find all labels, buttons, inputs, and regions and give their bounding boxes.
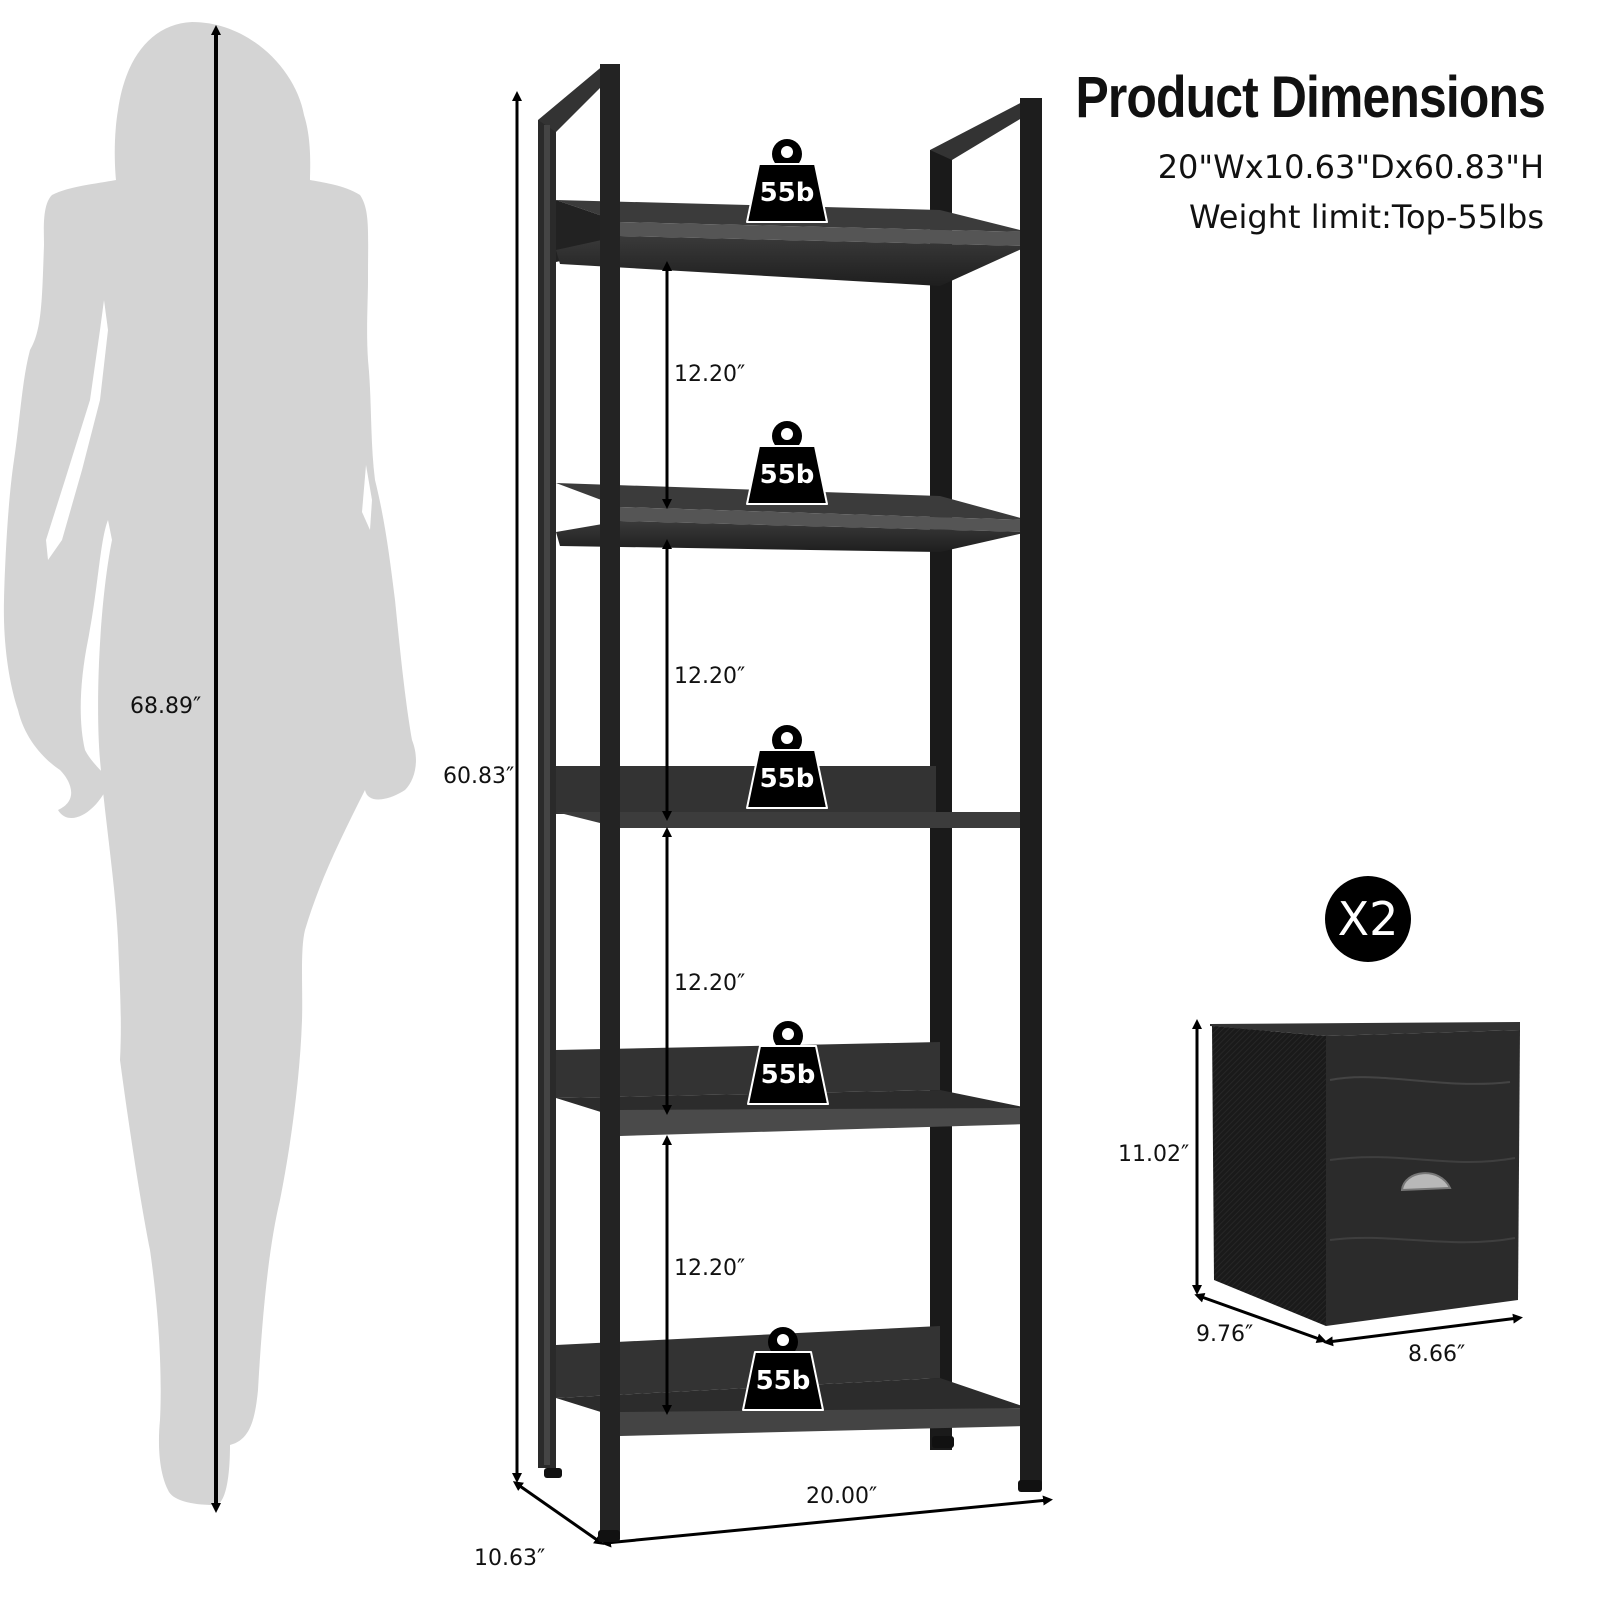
bin-width-arrow xyxy=(1323,1313,1523,1347)
weight-tag-shelf-4: 55b xyxy=(746,1018,830,1110)
page-title: Product Dimensions xyxy=(1075,65,1545,130)
weight-tag-label: 55b xyxy=(760,1060,816,1090)
weight-spec: Weight limit:Top-55lbs xyxy=(1189,198,1544,236)
person-silhouette-icon xyxy=(3,22,416,1505)
shelf-gap-label-3: 12.20″ xyxy=(674,971,746,996)
bin-height-label: 11.02″ xyxy=(1118,1142,1190,1167)
shelf-width-arrow xyxy=(601,1495,1053,1548)
weight-icon xyxy=(746,139,828,223)
bin-width-label: 8.66″ xyxy=(1408,1342,1466,1367)
shelf-depth-label: 10.63″ xyxy=(474,1546,546,1571)
weight-icon xyxy=(746,725,828,809)
shelf-height-label: 60.83″ xyxy=(443,764,515,789)
weight-icon xyxy=(742,1327,824,1411)
weight-tag-shelf-2: 55b xyxy=(745,418,829,510)
weight-tag-label: 55b xyxy=(755,1366,811,1396)
shelf-gap-label-1: 12.20″ xyxy=(674,362,746,387)
weight-tag-shelf-5: 55b xyxy=(741,1324,825,1416)
shelf-depth-arrow xyxy=(512,1481,605,1545)
shelf-gap-label-4: 12.20″ xyxy=(674,1256,746,1281)
shelf-width-label: 20.00″ xyxy=(806,1484,878,1509)
weight-tag-shelf-1: 55b xyxy=(745,136,829,228)
weight-tag-label: 55b xyxy=(759,460,815,490)
weight-icon xyxy=(746,421,828,505)
shelf-gap-label-2: 12.20″ xyxy=(674,664,746,689)
weight-icon xyxy=(747,1021,829,1105)
bin-handle-icon xyxy=(1400,1172,1452,1192)
person-height-label: 68.89″ xyxy=(130,694,202,719)
size-spec: 20"Wx10.63"Dx60.83"H xyxy=(1157,148,1544,186)
quantity-badge: X2 xyxy=(1325,876,1411,962)
storage-bin-illustration xyxy=(1210,1022,1520,1326)
weight-tag-shelf-3: 55b xyxy=(745,722,829,814)
bin-depth-label: 9.76″ xyxy=(1196,1322,1254,1347)
bin-depth-arrow xyxy=(1194,1292,1327,1344)
weight-tag-label: 55b xyxy=(759,764,815,794)
weight-tag-label: 55b xyxy=(759,178,815,208)
